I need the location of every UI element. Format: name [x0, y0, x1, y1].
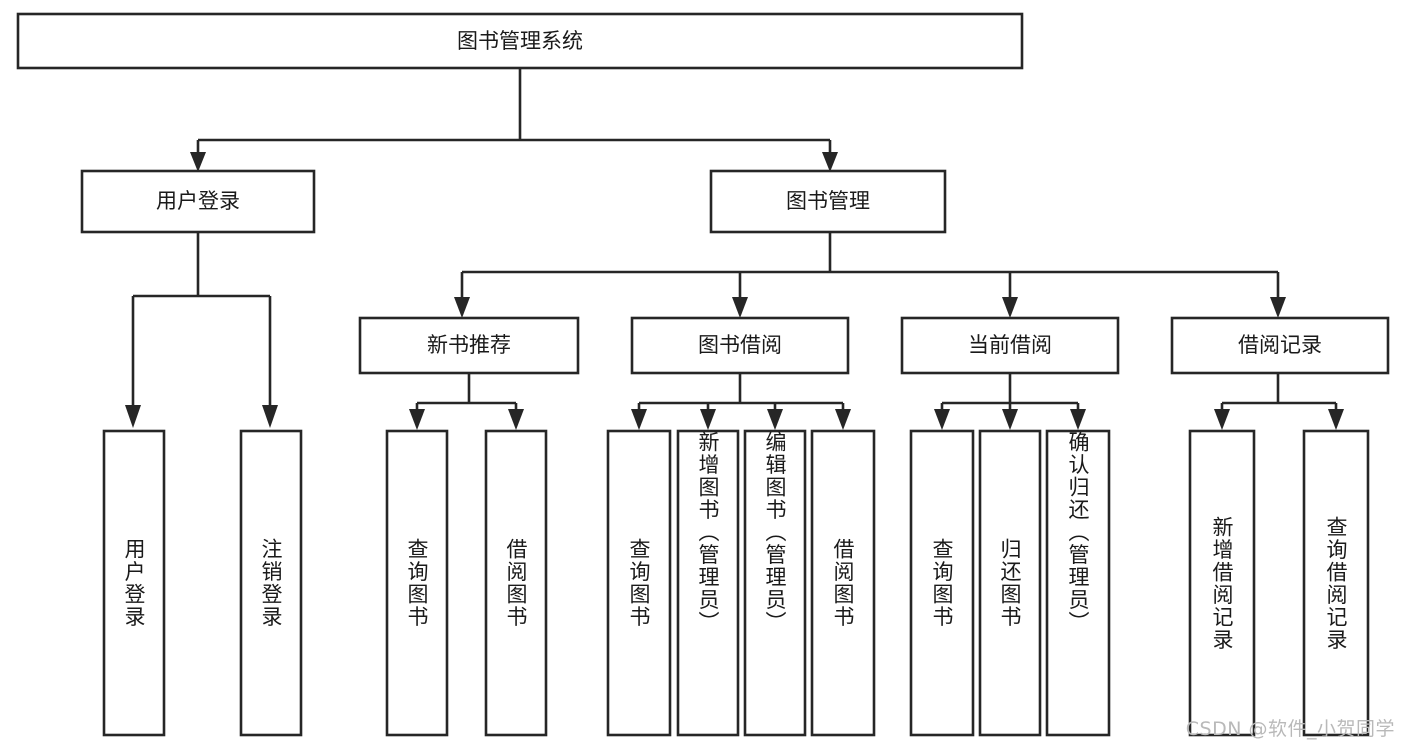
node-leaf-cb-query-book[interactable] [909, 429, 975, 737]
arrowhead-leaf-logout [262, 405, 278, 428]
node-current-borrow-label: 当前借阅 [968, 333, 1052, 357]
node-leaf-cb-confirm-return[interactable] [1045, 429, 1111, 737]
node-leaf-nb-query-book[interactable] [385, 429, 449, 737]
node-leaf-br-add-record[interactable] [1188, 429, 1256, 737]
node-leaf-br-query-record[interactable] [1302, 429, 1370, 737]
node-book-borrow[interactable] [630, 316, 850, 375]
node-user-login[interactable] [80, 169, 316, 234]
arrowhead-current-borrow [1002, 297, 1018, 318]
node-book-manage[interactable] [709, 169, 947, 234]
arrowhead-book-borrow [732, 297, 748, 318]
node-new-book-recommend[interactable] [358, 316, 580, 375]
arrowhead-bb-lend [835, 409, 851, 430]
arrowhead-cb-query [934, 409, 950, 430]
arrowhead-bb-add [700, 409, 716, 430]
node-borrow-record-label: 借阅记录 [1238, 333, 1322, 357]
arrowhead-bb-edit [767, 409, 783, 430]
arrowhead-book-manage [822, 152, 838, 172]
node-book-manage-label: 图书管理 [786, 189, 870, 213]
node-layer: 图书管理系统 用户登录 图书管理 新书推荐 图书借阅 当前借阅 借阅记录 [16, 12, 1390, 737]
node-leaf-cb-return-book[interactable] [978, 429, 1042, 737]
node-book-borrow-label: 图书借阅 [698, 333, 782, 357]
arrowhead-cb-confirm [1070, 409, 1086, 430]
arrowhead-borrow-record [1270, 297, 1286, 318]
arrowhead-leaf-user-login [125, 405, 141, 428]
arrowhead-new-book [454, 297, 470, 318]
arrowhead-nb-query [409, 409, 425, 430]
node-borrow-record[interactable] [1170, 316, 1390, 375]
node-user-login-label: 用户登录 [156, 189, 240, 213]
arrowhead-cb-return [1002, 409, 1018, 430]
node-leaf-user-login[interactable] [102, 429, 166, 737]
arrowhead-user-login [190, 152, 206, 172]
node-leaf-nb-borrow-book[interactable] [484, 429, 548, 737]
csdn-watermark: CSDN @软件_小贺同学 [1185, 718, 1395, 740]
node-root[interactable] [16, 12, 1024, 70]
arrowhead-br-add [1214, 409, 1230, 430]
node-current-borrow[interactable] [900, 316, 1120, 375]
node-new-book-recommend-label: 新书推荐 [427, 333, 511, 357]
node-leaf-bb-query-book[interactable] [606, 429, 672, 737]
node-leaf-bb-edit-book[interactable] [743, 429, 807, 737]
node-leaf-logout[interactable] [239, 429, 303, 737]
node-leaf-bb-add-book[interactable] [676, 429, 740, 737]
connector-layer [125, 68, 1344, 430]
arrowhead-bb-query [631, 409, 647, 430]
arrowhead-br-query [1328, 409, 1344, 430]
arrowhead-nb-borrow [508, 409, 524, 430]
node-root-label: 图书管理系统 [457, 29, 583, 53]
node-leaf-bb-lend-book[interactable] [810, 429, 876, 737]
